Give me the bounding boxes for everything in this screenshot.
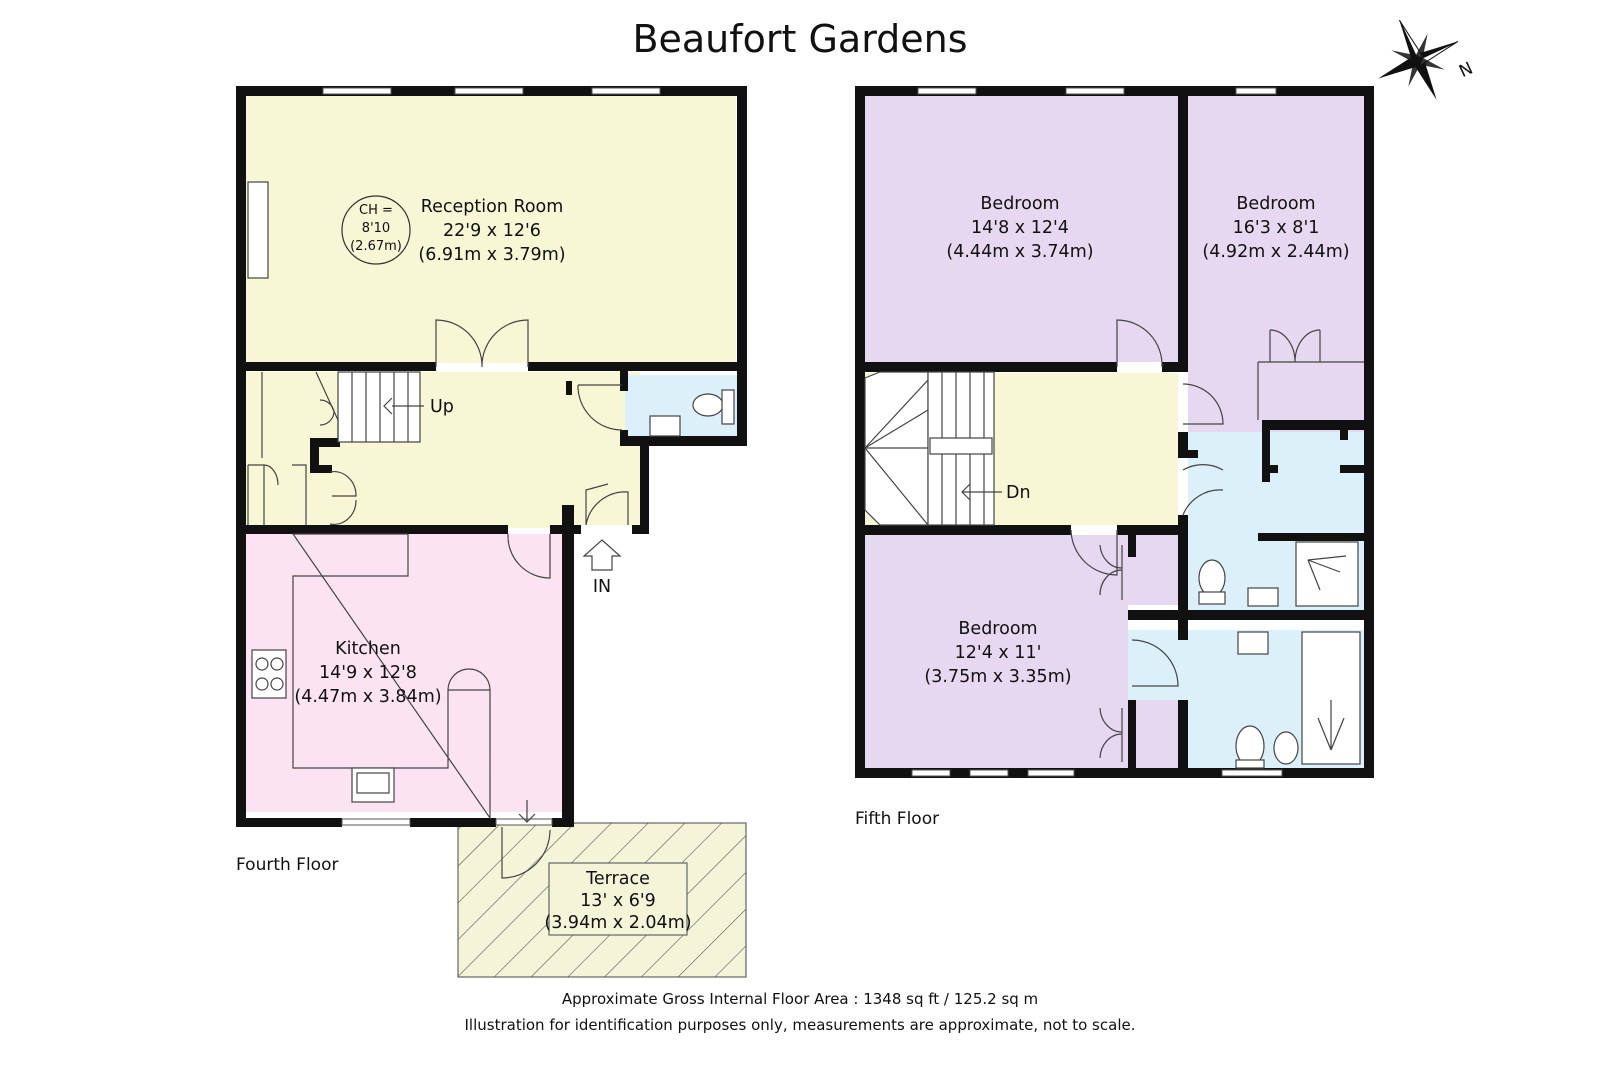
bedroom-3-metric: (3.75m x 3.35m): [924, 667, 1071, 687]
entrance-door: [585, 483, 629, 526]
cupboard-door: [1099, 707, 1123, 762]
bedroom-1-name: Bedroom: [980, 194, 1059, 214]
bedroom-3: [865, 535, 1128, 768]
fireplace: [247, 181, 269, 279]
window: [1065, 87, 1125, 95]
bedroom-3-cupboard: [1128, 700, 1178, 768]
wc-cistern: [721, 389, 735, 425]
ensuite-basin: [1247, 587, 1279, 607]
kitchen-name: Kitchen: [335, 639, 401, 659]
wc-toilet: [692, 393, 724, 417]
reception-name: Reception Room: [421, 197, 564, 217]
ensuite-toilet: [1198, 559, 1226, 597]
kitchen-imperial: 14'9 x 12'8: [319, 663, 417, 683]
bathroom-door: [1131, 639, 1179, 687]
double-door: [435, 319, 529, 368]
bedroom-2-imperial: 16'3 x 8'1: [1233, 218, 1320, 238]
reception-room: [246, 95, 736, 363]
staircase-up: [261, 371, 424, 458]
bedroom-2-metric: (4.92m x 2.44m): [1202, 242, 1349, 262]
compass-north-label: N: [1456, 58, 1476, 82]
reception-imperial: 22'9 x 12'6: [443, 221, 541, 241]
fourth-floor-label: Fourth Floor: [236, 855, 338, 875]
window: [454, 87, 524, 95]
reception-metric: (6.91m x 3.79m): [418, 245, 565, 265]
bedroom-2-name: Bedroom: [1236, 194, 1315, 214]
bedroom-3-cupboard: [1128, 535, 1178, 605]
terrace-door: [501, 827, 551, 879]
terrace-arrow-icon: [518, 800, 536, 823]
fourth-floor-walls: [236, 86, 747, 827]
window: [969, 769, 1009, 777]
hallway-fourth: [246, 372, 640, 528]
terrace-metric: (3.94m x 2.04m): [544, 913, 691, 933]
floor-area-note: Approximate Gross Internal Floor Area : …: [562, 990, 1038, 1008]
ensuite-cistern: [1198, 591, 1226, 605]
kitchen-sink: [351, 767, 395, 803]
window: [1027, 769, 1075, 777]
kitchen: [246, 534, 562, 812]
ceiling-height-line3: (2.67m): [350, 239, 402, 254]
cupboard-door: [247, 464, 307, 525]
cupboard-door: [319, 399, 335, 426]
entrance-label: IN: [593, 577, 611, 597]
stairs-down-label: Dn: [1006, 483, 1031, 503]
bathroom-cistern: [1235, 759, 1265, 769]
entrance-arrow-icon: [582, 539, 622, 571]
bedroom-2-door: [1182, 383, 1224, 425]
disclaimer-note: Illustration for identification purposes…: [465, 1016, 1136, 1034]
window: [322, 87, 392, 95]
compass-icon: [1378, 19, 1459, 100]
window: [341, 818, 411, 826]
ensuite-door: [1182, 464, 1224, 516]
bathroom-basin: [1237, 631, 1269, 655]
cupboard-door: [1099, 544, 1123, 600]
wc-door: [577, 384, 623, 431]
fourth-floor: Up IN CH = 8'10 (2.67m) Rec: [236, 86, 747, 978]
kitchen-door: [507, 533, 551, 579]
ceiling-height-badge: [341, 195, 411, 265]
kitchen-metric: (4.47m x 3.84m): [294, 687, 441, 707]
window: [1235, 87, 1277, 95]
hob: [251, 649, 287, 699]
bedroom-1-metric: (4.44m x 3.74m): [946, 242, 1093, 262]
ensuite-shower: [1295, 541, 1359, 607]
terrace-imperial: 13' x 6'9: [580, 891, 656, 911]
bidet: [1273, 731, 1299, 765]
bedroom-1-imperial: 14'8 x 12'4: [971, 218, 1069, 238]
bedroom-2: [1188, 96, 1364, 432]
ceiling-height-line2: 8'10: [362, 221, 390, 236]
kitchen-peninsula: [447, 668, 491, 691]
terrace-label-box: [548, 862, 688, 936]
ceiling-height-line1: CH =: [359, 203, 393, 218]
wc-basin: [649, 415, 681, 437]
bedroom-3-name: Bedroom: [958, 619, 1037, 639]
window: [495, 818, 553, 826]
staircase-down: [864, 371, 1002, 526]
bedroom-1: [865, 96, 1178, 362]
fifth-floor: Dn Bedroom 14'8 x 12'4 (4.44m x 3.74m) B…: [855, 86, 1374, 829]
window: [1221, 769, 1283, 777]
window: [917, 87, 977, 95]
window: [911, 769, 951, 777]
bedroom-3-imperial: 12'4 x 11': [955, 643, 1042, 663]
bedroom-3-door: [1070, 529, 1118, 576]
window: [591, 87, 661, 95]
cupboard-door: [329, 471, 357, 525]
plan-title: Beaufort Gardens: [632, 17, 967, 61]
bedroom-1-door: [1116, 319, 1163, 368]
terrace-name: Terrace: [585, 869, 650, 889]
stairs-up-label: Up: [430, 397, 454, 417]
cupboard-door: [1257, 329, 1364, 420]
fifth-floor-label: Fifth Floor: [855, 809, 939, 829]
